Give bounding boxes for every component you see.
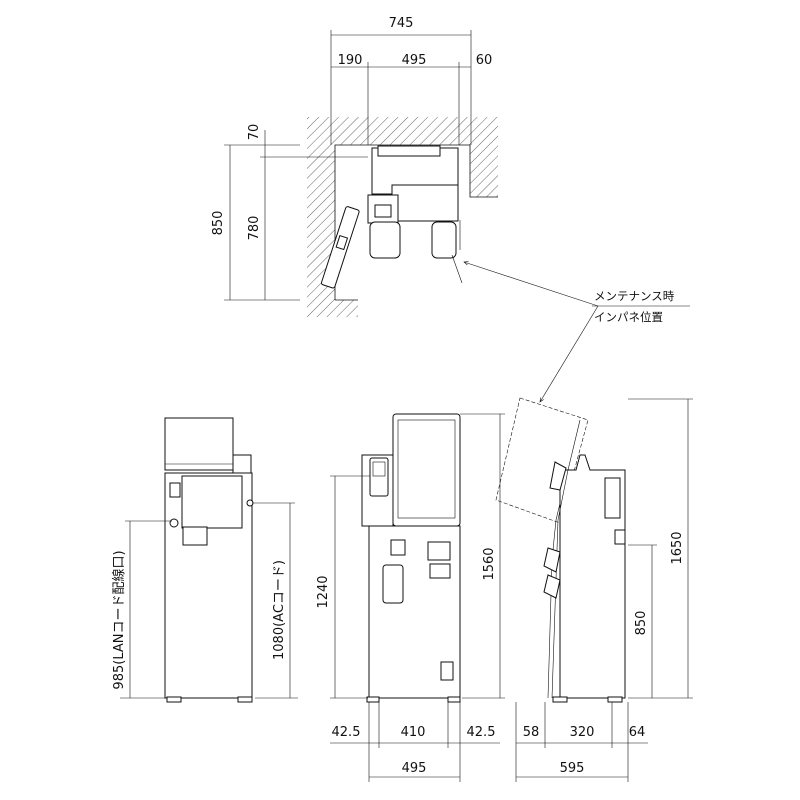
dim-1650: 1650 bbox=[670, 531, 685, 564]
dim-190: 190 bbox=[338, 53, 363, 68]
dim-42-5-right: 42.5 bbox=[467, 725, 496, 740]
dim-320: 320 bbox=[570, 725, 595, 740]
dim-985-lan: 985(LANコード配線口) bbox=[111, 550, 127, 689]
maintenance-note-line1: メンテナンス時 bbox=[594, 289, 675, 303]
dim-780: 780 bbox=[247, 216, 262, 241]
terminal-plan bbox=[374, 204, 392, 218]
front-view: 1240 1560 42.5 410 42.5 495 bbox=[316, 413, 505, 782]
dim-42-5-left: 42.5 bbox=[332, 725, 361, 740]
dim-60: 60 bbox=[476, 53, 493, 68]
dim-1560: 1560 bbox=[482, 547, 497, 580]
rear-view: 985(LANコード配線口) 1080(ACコード) bbox=[111, 417, 298, 703]
dim-495-top: 495 bbox=[402, 53, 427, 68]
wall-bottom bbox=[335, 300, 358, 317]
bill-module bbox=[382, 564, 404, 604]
dim-1240: 1240 bbox=[316, 575, 331, 608]
front-display bbox=[392, 413, 461, 527]
dim-410: 410 bbox=[401, 725, 426, 740]
rear-monitor bbox=[164, 417, 234, 471]
card-terminal bbox=[369, 457, 389, 497]
top-view: 745 190 495 60 850 780 70 メンテナンス時 インパネ位置 bbox=[211, 16, 690, 402]
dim-595: 595 bbox=[560, 761, 585, 776]
dim-745: 745 bbox=[389, 16, 414, 31]
dim-850-top: 850 bbox=[211, 211, 226, 236]
wall-right bbox=[470, 145, 498, 197]
wall-back bbox=[307, 117, 498, 145]
wall-left bbox=[307, 145, 335, 317]
dim-58: 58 bbox=[523, 725, 540, 740]
side-view: 1650 850 58 320 64 595 bbox=[495, 397, 693, 782]
maintenance-note-line2: インパネ位置 bbox=[594, 310, 663, 324]
dim-1080-ac: 1080(ACコード) bbox=[272, 560, 287, 660]
dim-850-side: 850 bbox=[634, 611, 649, 636]
dim-70: 70 bbox=[247, 124, 262, 141]
dim-64: 64 bbox=[629, 725, 646, 740]
dim-495-front: 495 bbox=[402, 761, 427, 776]
panel-open-plan bbox=[320, 206, 360, 289]
